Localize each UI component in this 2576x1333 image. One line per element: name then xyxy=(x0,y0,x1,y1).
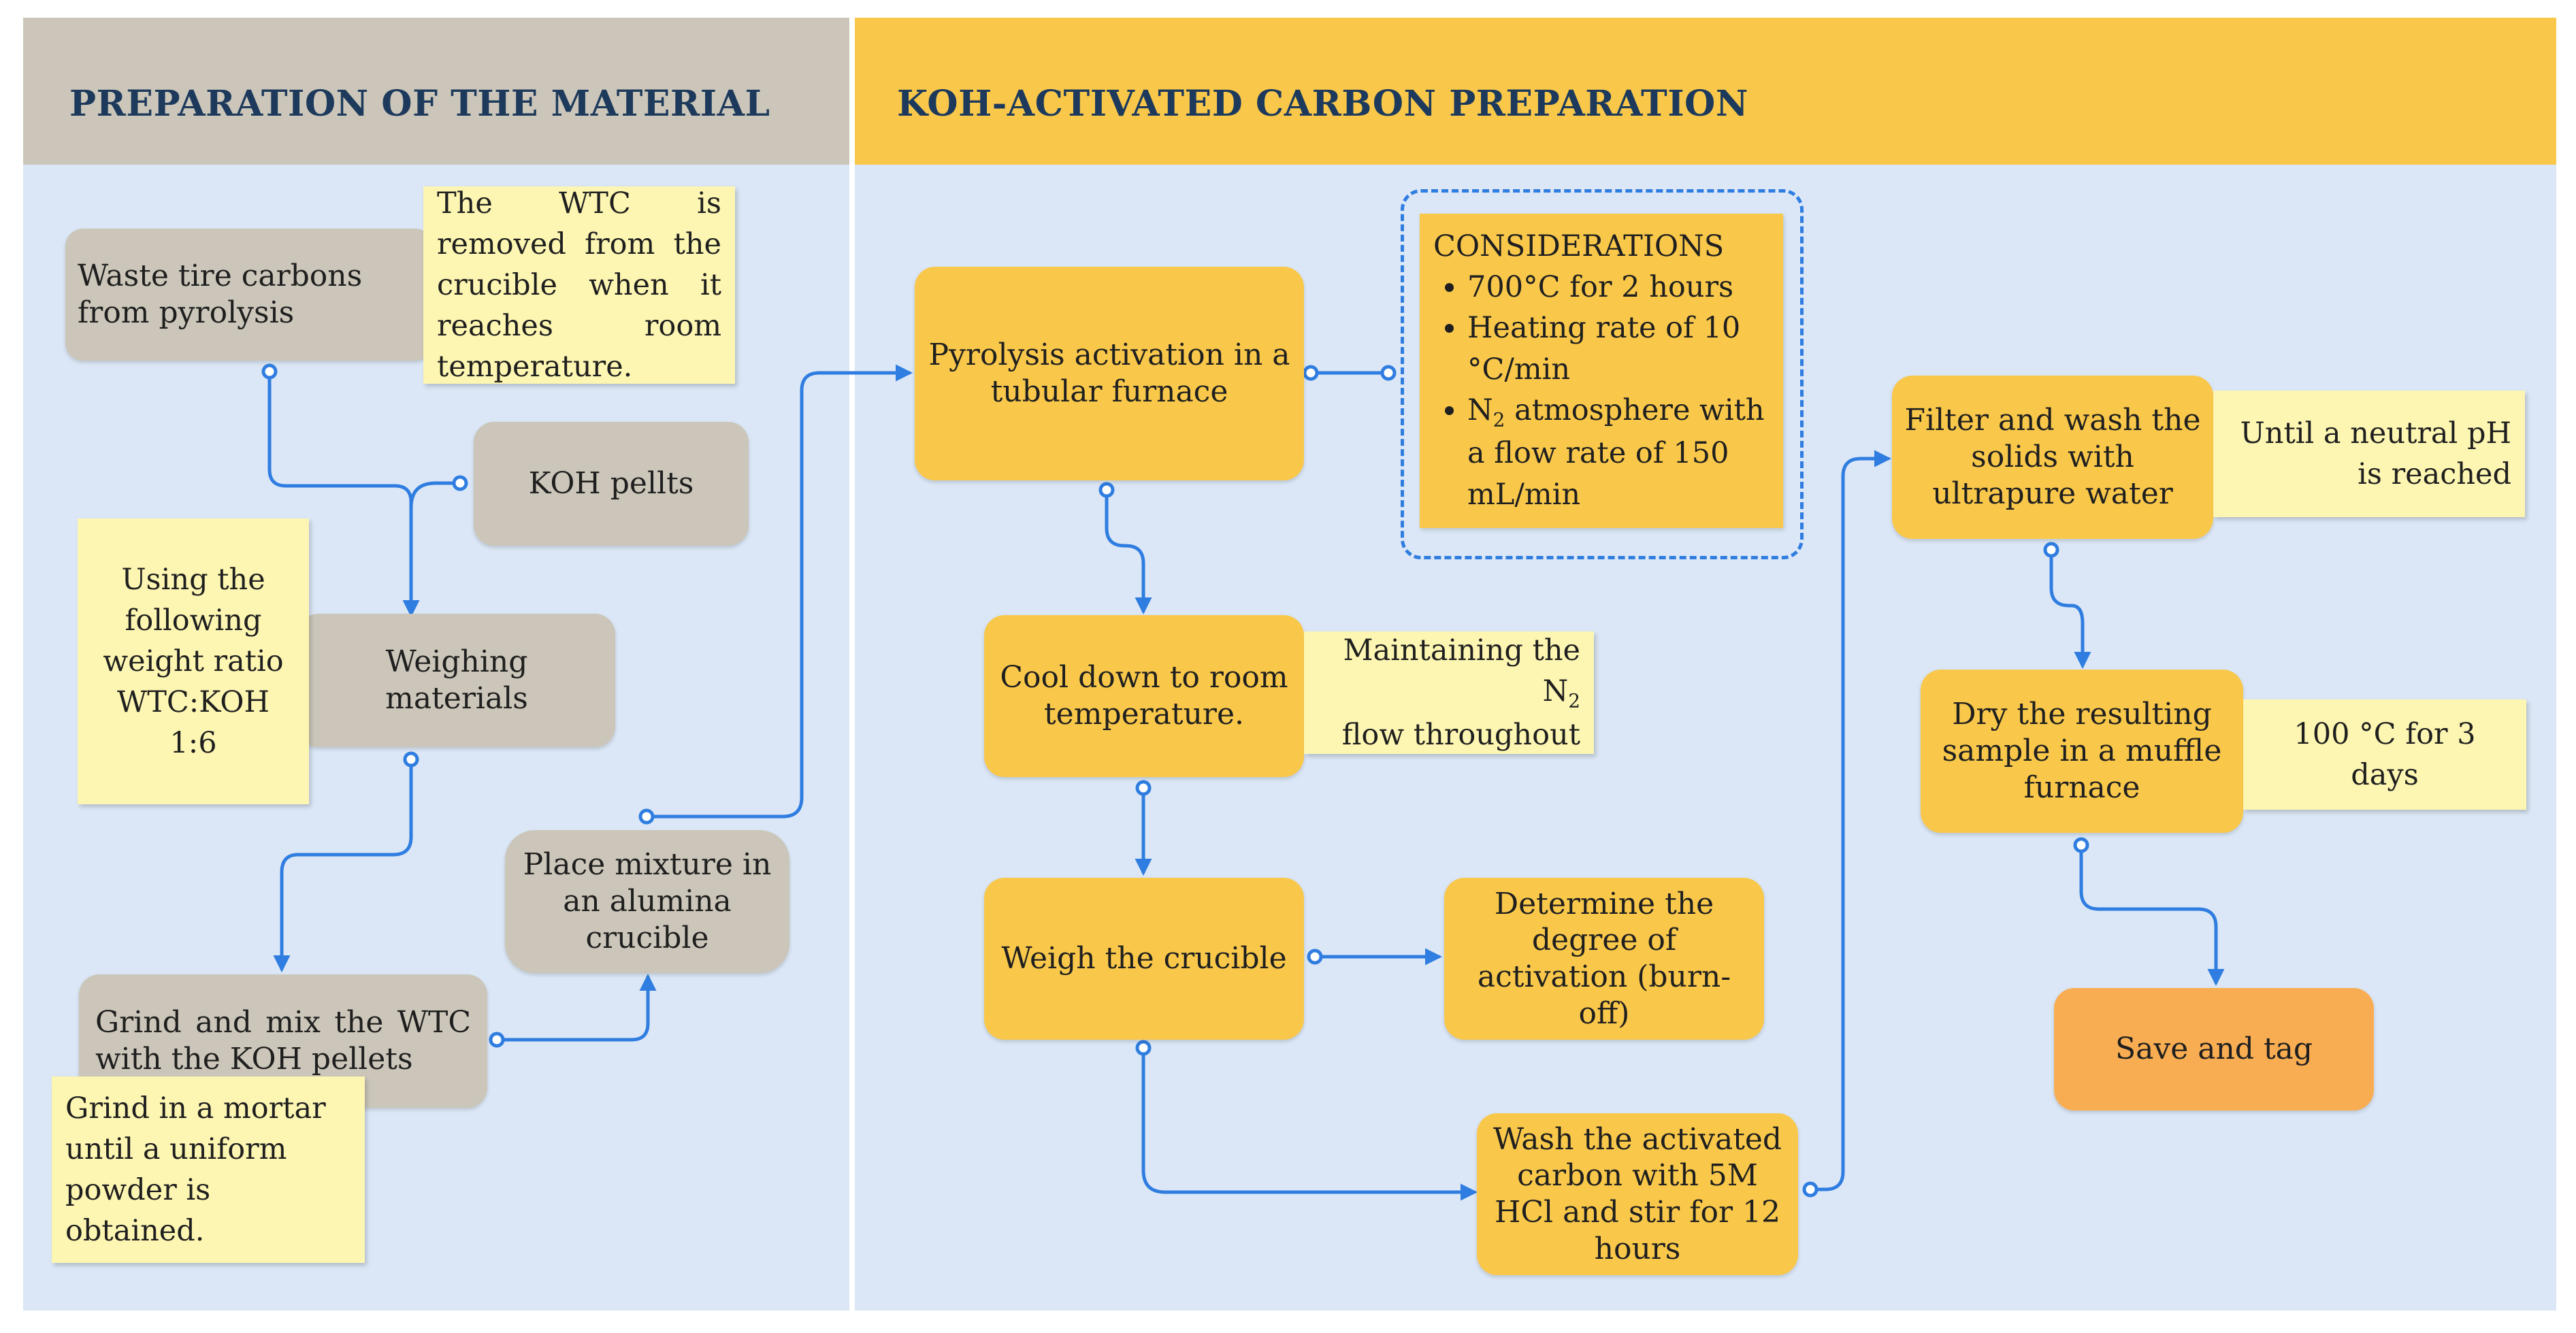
connector-dot xyxy=(1303,365,1319,381)
connector-koh-to-weighing xyxy=(409,481,462,510)
connector-pyrolysis-to-cool xyxy=(1105,488,1152,614)
connector-dot xyxy=(1135,780,1152,796)
node-pyrolysis-activation: Pyrolysis activation in a tubular furnac… xyxy=(915,267,1304,480)
connector-dot xyxy=(1307,949,1323,965)
note-neutral-ph: Until a neutral pH is reached xyxy=(2213,391,2525,517)
connector-waste-to-weighing xyxy=(267,369,420,617)
node-waste-tire-carbons: Waste tire carbons from pyrolysis xyxy=(65,229,433,361)
node-weigh-crucible: Weigh the crucible xyxy=(984,878,1304,1040)
connector-place-to-pyrolysis xyxy=(645,364,913,819)
node-weighing-materials: Weighing materials xyxy=(298,614,615,747)
consideration-temperature: 700°C for 2 hours xyxy=(1467,267,1771,308)
considerations-title: CONSIDERATIONS xyxy=(1433,229,1725,263)
connector-dot xyxy=(2073,837,2089,853)
node-cool-down: Cool down to room temperature. xyxy=(984,615,1304,777)
node-save-and-tag: Save and tag xyxy=(2054,988,2374,1110)
left-header: PREPARATION OF THE MATERIAL xyxy=(23,18,849,165)
node-determine-degree: Determine the degree of activation (burn… xyxy=(1444,878,1764,1040)
connector-dot xyxy=(1135,1040,1152,1056)
note-grind-mortar: Grind in a mortar until a uniform powder… xyxy=(52,1076,365,1263)
connector-dot xyxy=(489,1032,505,1048)
connector-dot xyxy=(2043,542,2059,558)
note-maintaining-n2-line1: Maintaining the N2 xyxy=(1343,633,1580,712)
connector-dot xyxy=(261,363,278,380)
connector-weigh-to-wash xyxy=(1141,1046,1478,1201)
note-weight-ratio: Using the following weight ratio WTC:KOH… xyxy=(78,519,309,804)
note-maintaining-n2: Maintaining the N2 flow throughout xyxy=(1304,631,1594,754)
connector-dot xyxy=(403,751,419,768)
right-header: KOH-ACTIVATED CARBON PREPARATION xyxy=(855,18,2556,165)
connector-dry-to-save xyxy=(2079,843,2225,986)
considerations-frame xyxy=(1401,189,1804,559)
left-header-title: PREPARATION OF THE MATERIAL xyxy=(69,83,770,125)
connector-dot xyxy=(452,475,468,491)
connector-dot xyxy=(638,808,655,825)
node-place-mixture: Place mixture in an alumina crucible xyxy=(505,830,789,973)
node-dry-sample: Dry the resulting sample in a muffle fur… xyxy=(1921,670,2243,833)
connector-weighing-to-grind xyxy=(273,759,413,972)
consideration-heating-rate: Heating rate of 10 °C/min xyxy=(1467,308,1771,389)
node-filter-wash: Filter and wash the solids with ultrapur… xyxy=(1892,376,2213,539)
node-koh-pellets: KOH pellts xyxy=(474,422,749,546)
node-wash-hcl: Wash the activated carbon with 5M HCl an… xyxy=(1477,1113,1798,1275)
connector-dot xyxy=(1380,365,1397,381)
connector-grind-to-place xyxy=(495,974,657,1042)
considerations-list: 700°C for 2 hours Heating rate of 10 °C/… xyxy=(1433,267,1771,515)
connector-dot xyxy=(1098,482,1115,498)
considerations-box: CONSIDERATIONS 700°C for 2 hours Heating… xyxy=(1420,214,1783,528)
right-header-title: KOH-ACTIVATED CARBON PREPARATION xyxy=(897,83,1748,125)
consideration-atmosphere: N2 atmosphere with a flow rate of 150 mL… xyxy=(1467,390,1771,515)
note-dry-temp: 100 °C for 3 days xyxy=(2243,700,2526,810)
connector-wash-to-filter xyxy=(1808,450,1891,1191)
connector-filter-to-dry xyxy=(2049,548,2091,669)
note-maintaining-n2-line2: flow throughout xyxy=(1341,717,1580,752)
connector-dot xyxy=(1802,1181,1819,1198)
note-wtc-removed: The WTC is removed from the crucible whe… xyxy=(423,186,735,384)
